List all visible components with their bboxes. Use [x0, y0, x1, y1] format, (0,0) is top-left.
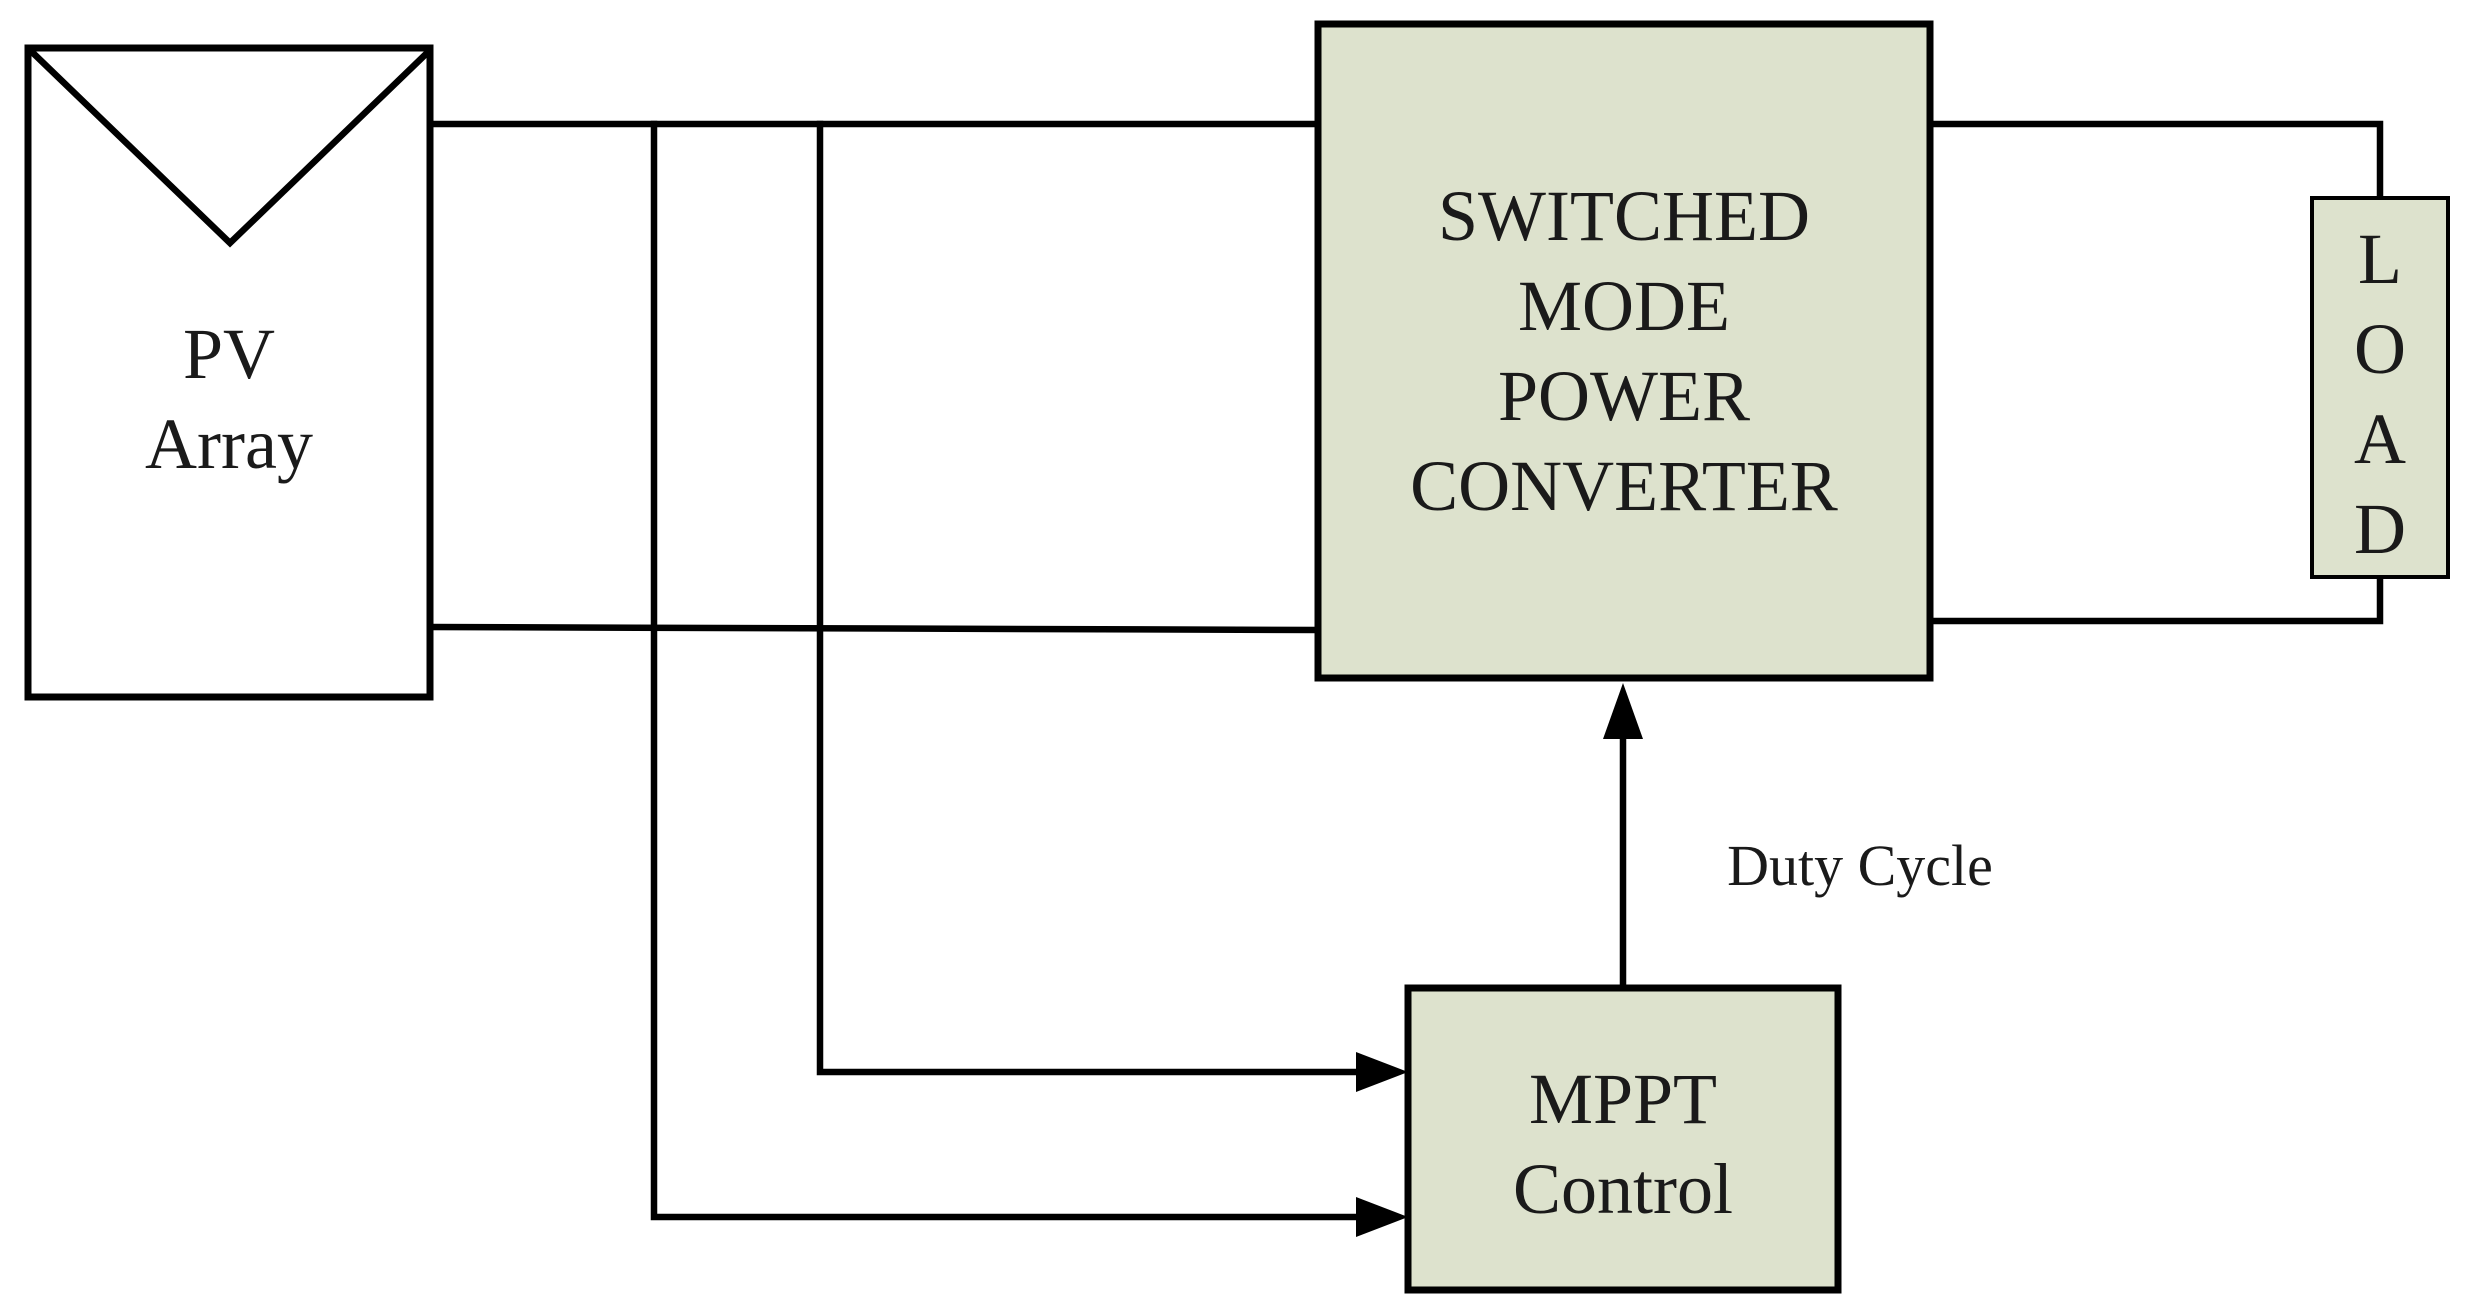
load-letter-o: O: [2354, 309, 2406, 389]
load-letter-l: L: [2358, 219, 2402, 299]
pv-array-block: [24, 44, 434, 701]
pv-symbol-chevron: [27, 47, 433, 248]
converter-label-line1: SWITCHED: [1438, 176, 1810, 256]
mppt-label-line2: Control: [1513, 1149, 1733, 1229]
power-converter-block: [1314, 20, 1934, 682]
sense-wire-inner: [816, 120, 1364, 1076]
converter-label-line2: MODE: [1518, 266, 1730, 346]
mppt-label-line1: MPPT: [1529, 1059, 1717, 1139]
load-letter-a: A: [2354, 399, 2406, 479]
load-letter-d: D: [2354, 489, 2406, 569]
load-block: [2310, 196, 2450, 579]
duty-cycle-arrow: [1603, 683, 1643, 739]
duty-cycle-label: Duty Cycle: [1727, 833, 1993, 898]
bottom-bus-wire: [426, 623, 1322, 634]
output-wire-bottom: [1926, 573, 2384, 625]
converter-label-line4: CONVERTER: [1410, 446, 1838, 526]
pv-array-label-line1: PV: [183, 314, 275, 394]
mppt-input-arrow-upper: [1356, 1052, 1408, 1092]
sense-wire-outer: [650, 120, 1364, 1221]
converter-label-line3: POWER: [1498, 356, 1750, 436]
pv-array-label-line2: Array: [145, 404, 313, 484]
mppt-control-block: [1404, 984, 1842, 1294]
mppt-input-arrow-lower: [1356, 1197, 1408, 1237]
output-wire-top: [1926, 120, 2384, 202]
